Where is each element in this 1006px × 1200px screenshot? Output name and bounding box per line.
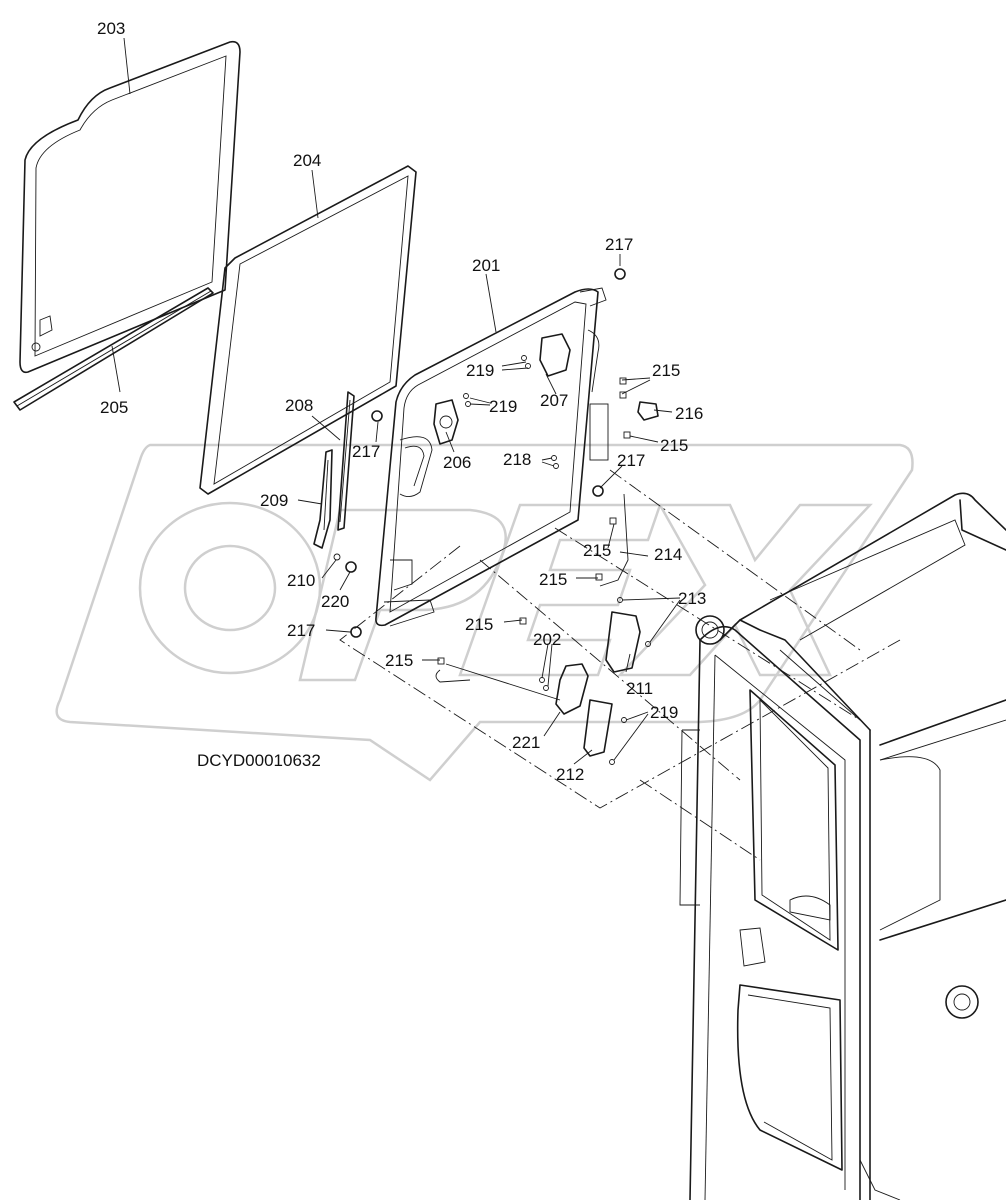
- callout-204: 204: [293, 151, 321, 170]
- callout-217-d: 217: [287, 621, 315, 640]
- door-glass-lower: [199, 165, 417, 495]
- wiper-arm: [313, 449, 333, 549]
- door-frame: [375, 287, 609, 627]
- diagram-code: DCYD00010632: [197, 751, 321, 770]
- callout-205: 205: [100, 398, 128, 417]
- cab-structure: [679, 492, 1006, 1200]
- callout-219-c: 219: [650, 703, 678, 722]
- wiper-blade: [337, 391, 355, 531]
- callout-216: 216: [675, 404, 703, 423]
- callout-labels: 203 204 201 217 219 207 215 219 205 208 …: [97, 19, 706, 784]
- callout-212: 212: [556, 765, 584, 784]
- leader-lines: [111, 37, 681, 765]
- callout-215-a: 215: [652, 361, 680, 380]
- callout-219-a: 219: [466, 361, 494, 380]
- callout-219-b: 219: [489, 397, 517, 416]
- callout-207: 207: [540, 391, 568, 410]
- callout-210: 210: [287, 571, 315, 590]
- callout-215-f: 215: [385, 651, 413, 670]
- callout-215-e: 215: [465, 615, 493, 634]
- callout-211: 211: [626, 679, 653, 698]
- callout-217-c: 217: [617, 451, 645, 470]
- callout-220: 220: [321, 592, 349, 611]
- glass-rubber-strip: [13, 287, 214, 411]
- callout-206: 206: [443, 453, 471, 472]
- callout-221: 221: [512, 733, 540, 752]
- callout-213: 213: [678, 589, 706, 608]
- callout-208: 208: [285, 396, 313, 415]
- callout-201: 201: [472, 256, 500, 275]
- callout-203: 203: [97, 19, 125, 38]
- opex-watermark: [55, 443, 914, 782]
- callout-218: 218: [503, 450, 531, 469]
- callout-215-c: 215: [583, 541, 611, 560]
- callout-215-d: 215: [539, 570, 567, 589]
- callout-209: 209: [260, 491, 288, 510]
- callout-214: 214: [654, 545, 682, 564]
- callout-215-b: 215: [660, 436, 688, 455]
- callout-217-b: 217: [352, 442, 380, 461]
- reference-lines: [339, 469, 901, 861]
- small-parts: [333, 268, 659, 765]
- callout-202: 202: [533, 630, 561, 649]
- door-glass-upper: [19, 40, 241, 374]
- callout-217-top: 217: [605, 235, 633, 254]
